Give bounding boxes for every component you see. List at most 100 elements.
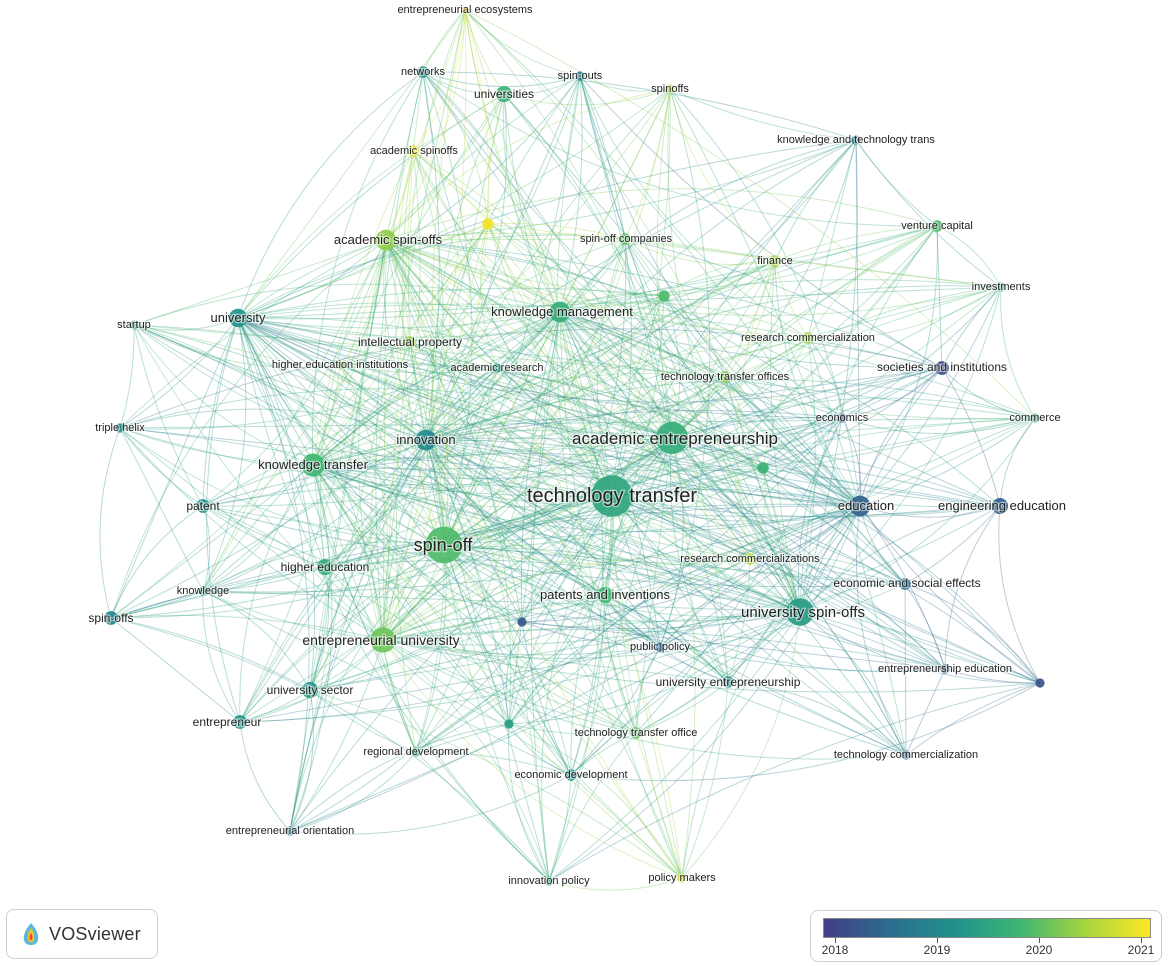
label-spinoffs[interactable]: spinoffs — [650, 82, 691, 97]
label-societies-and-institutions[interactable]: societies and institutions — [876, 359, 1009, 376]
label-spin-offs[interactable]: spin-offs — [87, 610, 135, 627]
node-regional-development[interactable] — [411, 747, 421, 757]
node-startup[interactable] — [129, 320, 139, 330]
label-technology-commercialization[interactable]: technology commercialization — [833, 748, 980, 763]
label-finance[interactable]: finance — [756, 254, 794, 269]
node-entrepreneurial-ecosystems[interactable] — [461, 6, 469, 14]
label-education[interactable]: education — [837, 497, 896, 515]
label-research-commercialization[interactable]: research commercialization — [740, 331, 876, 346]
node-spin-offs[interactable] — [104, 611, 118, 625]
node-unlabeled-green-1[interactable] — [658, 290, 670, 302]
node-economics[interactable] — [837, 413, 847, 423]
label-entrepreneurship-education[interactable]: entrepreneurship education — [877, 662, 1013, 677]
node-university[interactable] — [228, 308, 248, 328]
node-engineering-education[interactable] — [991, 497, 1009, 515]
node-higher-education[interactable] — [316, 558, 334, 576]
label-innovation[interactable]: innovation — [395, 431, 457, 449]
node-unlabeled-yellow[interactable] — [482, 218, 494, 230]
label-patent[interactable]: patent — [185, 498, 222, 515]
label-knowledge-management[interactable]: knowledge management — [490, 303, 635, 321]
node-venture-capital[interactable] — [931, 220, 943, 232]
node-technology-transfer-offices[interactable] — [719, 371, 731, 383]
label-policy-makers[interactable]: policy makers — [647, 871, 717, 886]
node-higher-education-institutions[interactable] — [335, 360, 345, 370]
label-academic-spinoffs[interactable]: academic spinoffs — [369, 144, 460, 159]
label-regional-development[interactable]: regional development — [362, 745, 470, 760]
node-unlabeled-green-2[interactable] — [757, 462, 769, 474]
label-universities[interactable]: universities — [473, 86, 536, 103]
node-academic-research[interactable] — [492, 363, 502, 373]
node-spinoffs[interactable] — [665, 84, 675, 94]
label-technology-transfer-office[interactable]: technology transfer office — [573, 726, 698, 741]
node-patent[interactable] — [196, 499, 210, 513]
label-research-commercializations[interactable]: research commercializations — [679, 552, 821, 567]
node-technology-transfer-office[interactable] — [630, 727, 642, 739]
label-knowledge-and-technology-trans[interactable]: knowledge and technology trans — [776, 133, 937, 148]
node-university-entrepreneurship[interactable] — [722, 676, 734, 688]
label-knowledge[interactable]: knowledge — [175, 584, 230, 599]
node-knowledge-management[interactable] — [549, 301, 571, 323]
node-entrepreneur[interactable] — [233, 715, 247, 729]
label-technology-transfer[interactable]: technology transfer — [526, 484, 699, 509]
node-unlabeled-purple-2[interactable] — [1035, 678, 1045, 688]
label-innovation-policy[interactable]: innovation policy — [507, 874, 591, 889]
node-spin-off[interactable] — [425, 526, 463, 564]
node-economic-and-social-effects[interactable] — [899, 578, 911, 590]
node-universities[interactable] — [495, 85, 513, 103]
label-knowledge-transfer[interactable]: knowledge transfer — [257, 456, 370, 474]
node-entrepreneurial-orientation[interactable] — [285, 826, 295, 836]
node-university-spin-offs[interactable] — [786, 598, 814, 626]
node-knowledge-and-technology-trans[interactable] — [851, 135, 861, 145]
label-economics[interactable]: economics — [814, 411, 870, 426]
label-entrepreneur[interactable]: entrepreneur — [191, 714, 262, 731]
node-finance[interactable] — [769, 255, 781, 267]
node-technology-commercialization[interactable] — [901, 750, 911, 760]
label-spin-off[interactable]: spin-off — [412, 534, 474, 557]
node-societies-and-institutions[interactable] — [935, 361, 949, 375]
label-venture-capital[interactable]: venture capital — [900, 219, 974, 234]
node-networks[interactable] — [417, 66, 429, 78]
node-entrepreneurial-university[interactable] — [370, 627, 396, 653]
node-innovation-policy[interactable] — [544, 876, 554, 886]
label-entrepreneurial-university[interactable]: entrepreneurial university — [301, 631, 461, 650]
label-academic-entrepreneurship[interactable]: academic entrepreneurship — [571, 428, 780, 450]
label-intellectual-property[interactable]: intellectual property — [357, 334, 464, 351]
label-technology-transfer-offices[interactable]: technology transfer offices — [660, 370, 791, 385]
label-entrepreneurial-ecosystems[interactable]: entrepreneurial ecosystems — [396, 3, 534, 18]
node-public-policy[interactable] — [655, 642, 665, 652]
node-unlabeled-teal[interactable] — [504, 719, 514, 729]
node-academic-spinoffs[interactable] — [407, 145, 419, 157]
node-triple-helix[interactable] — [115, 423, 125, 433]
label-higher-education[interactable]: higher education — [279, 559, 370, 576]
node-intellectual-property[interactable] — [404, 336, 416, 348]
label-spin-off-companies[interactable]: spin-off companies — [579, 232, 674, 247]
node-investments[interactable] — [996, 282, 1006, 292]
label-entrepreneurial-orientation[interactable]: entrepreneurial orientation — [225, 824, 356, 839]
node-knowledge[interactable] — [198, 586, 208, 596]
vosviewer-logo[interactable]: VOSviewer — [6, 909, 158, 959]
label-university[interactable]: university — [209, 309, 267, 327]
node-education[interactable] — [849, 495, 871, 517]
label-academic-spin-offs[interactable]: academic spin-offs — [333, 231, 444, 249]
node-knowledge-transfer[interactable] — [301, 453, 325, 477]
label-higher-education-institutions[interactable]: higher education institutions — [271, 358, 410, 373]
node-innovation[interactable] — [415, 429, 437, 451]
label-commerce[interactable]: commerce — [1008, 411, 1062, 426]
node-academic-spin-offs[interactable] — [375, 229, 397, 251]
node-policy-makers[interactable] — [677, 873, 687, 883]
node-academic-entrepreneurship[interactable] — [655, 421, 689, 455]
label-patents-and-inventions[interactable]: patents and inventions — [539, 586, 672, 604]
label-economic-development[interactable]: economic development — [513, 768, 629, 783]
node-economic-development[interactable] — [565, 769, 577, 781]
label-startup[interactable]: startup — [116, 318, 152, 333]
label-engineering-education[interactable]: engineering education — [937, 497, 1067, 515]
node-research-commercializations[interactable] — [744, 553, 756, 565]
label-networks[interactable]: networks — [400, 65, 447, 80]
node-research-commercialization[interactable] — [802, 332, 814, 344]
node-spin-off-companies[interactable] — [619, 233, 631, 245]
label-university-spin-offs[interactable]: university spin-offs — [740, 603, 866, 623]
label-triple-helix[interactable]: triple helix — [94, 421, 147, 436]
label-spin-outs[interactable]: spin-outs — [556, 69, 604, 84]
node-university-sector[interactable] — [301, 681, 319, 699]
